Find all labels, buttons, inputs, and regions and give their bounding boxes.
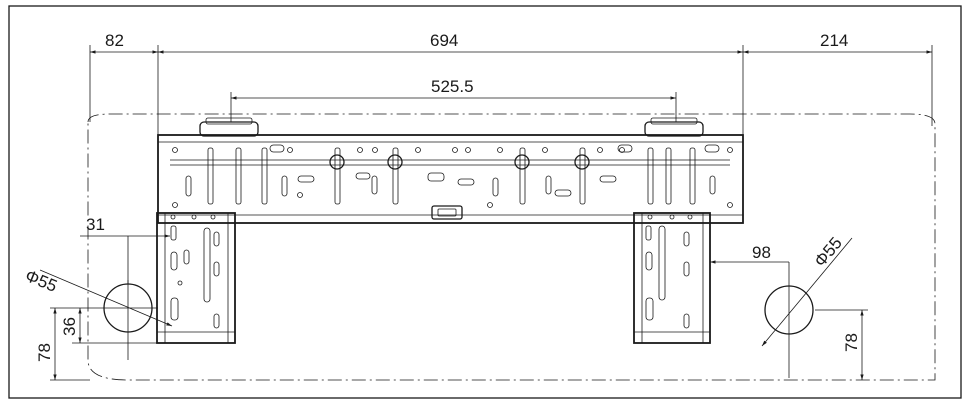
dim-left-offset: 82 [105, 31, 124, 50]
dim-mounting-width: 694 [430, 31, 458, 50]
dim-right-hole-bottom: 78 [842, 333, 861, 352]
dim-right-edge-gap: 98 [752, 243, 771, 262]
left-pipe-hole [103, 280, 153, 360]
left-bracket [156, 212, 236, 344]
dim-right-offset: 214 [820, 31, 848, 50]
right-pipe-hole [764, 262, 814, 378]
dim-hook-spacing: 525.5 [431, 77, 474, 96]
right-bracket [633, 212, 711, 344]
right-hook [644, 121, 704, 137]
mounting-plate [157, 117, 744, 224]
left-hook [199, 121, 259, 137]
dimension-lines [39, 45, 933, 381]
dim-left-hole-height: 36 [60, 317, 79, 336]
dim-left-hole-bottom: 78 [35, 343, 54, 362]
center-tab [431, 205, 463, 220]
dim-left-edge-gap: 31 [86, 215, 105, 234]
dim-left-hole-diameter: Φ55 [23, 266, 60, 296]
drawing-border [8, 5, 962, 399]
indoor-unit-outline [87, 113, 936, 381]
